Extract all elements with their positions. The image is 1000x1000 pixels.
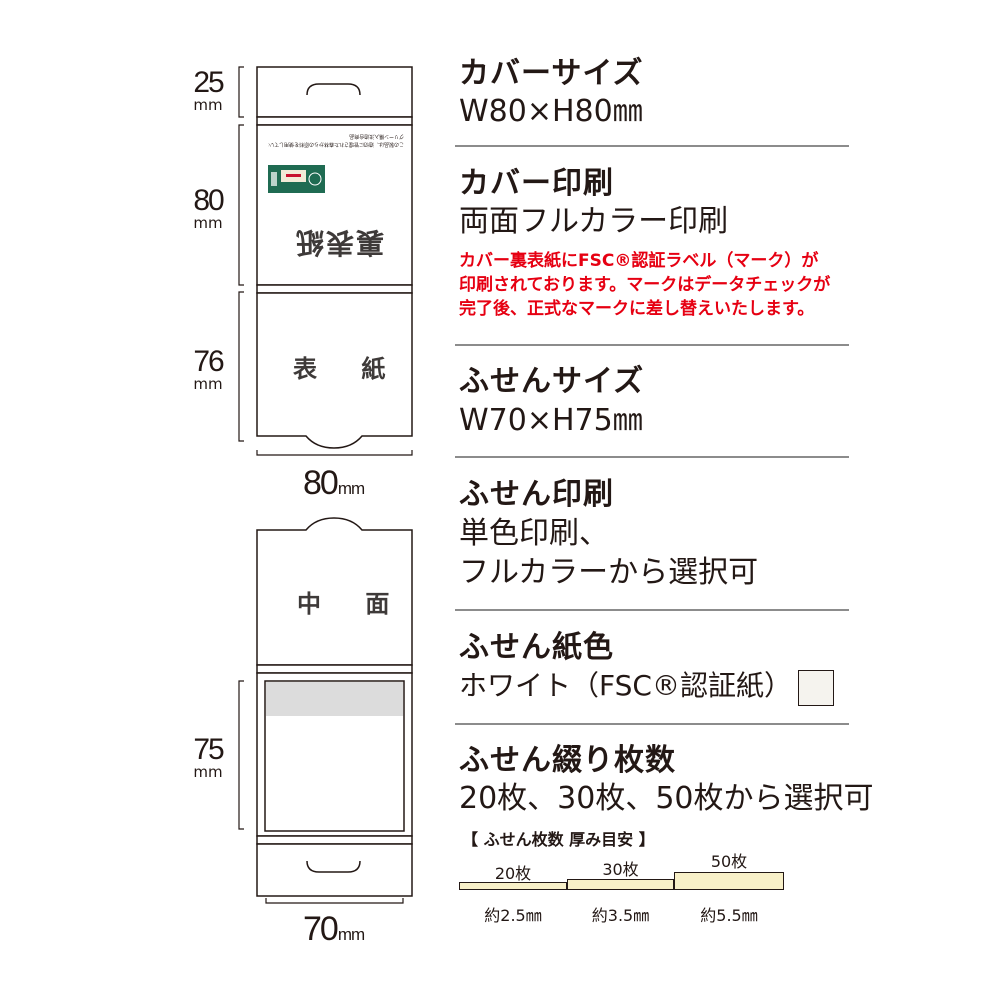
spec-heading-sticky-size: ふせんサイズ: [459, 364, 645, 399]
divider: [455, 609, 849, 611]
back-cover-label: 裏表紙: [294, 226, 385, 259]
cover-hinge: [256, 284, 413, 294]
divider: [455, 344, 849, 346]
pad-thickness-50: 約5.5㎜: [700, 906, 758, 925]
pad-count-30: 30枚: [602, 860, 639, 879]
cover-spine: [256, 116, 413, 126]
pad-hinge: [256, 664, 413, 674]
pad-bottom-strip: [256, 835, 413, 845]
fsc-label-icon: [268, 165, 325, 193]
spec-value-sheet-count: 20枚、30枚、50枚から選択可: [459, 781, 874, 816]
dim-cover-width-label: 80mm: [303, 464, 365, 502]
spec-heading-sticky-print: ふせん印刷: [459, 477, 614, 512]
pad-bar-20: [459, 882, 567, 890]
dim-sticky-width-label: 70mm: [303, 910, 365, 948]
paper-color-swatch: [798, 670, 834, 706]
hang-slot-bottom-icon: [306, 860, 361, 873]
pad-count-20: 20枚: [494, 864, 532, 883]
spec-value-cover-size: W80×H80㎜: [459, 94, 643, 129]
spec-value-sticky-print-2: フルカラーから選択可: [459, 555, 759, 590]
pad-bottom-tab: [256, 843, 413, 897]
pad-bar-30: [567, 879, 674, 890]
spec-heading-cover-size: カバーサイズ: [459, 56, 644, 91]
divider: [455, 145, 849, 147]
spec-heading-paper-color: ふせん紙色: [459, 630, 614, 665]
divider: [455, 723, 849, 725]
sticky-adhesive-area: [266, 682, 403, 716]
divider: [455, 456, 849, 458]
inside-cover-label: 中 面: [297, 590, 408, 618]
pad-thickness-20: 約2.5㎜: [484, 906, 542, 925]
cover-diagram: [256, 66, 413, 449]
cover-front-panel: [256, 292, 413, 449]
dim-bracket-cover-width: [256, 450, 413, 456]
hang-slot-icon: [306, 83, 361, 96]
dim-bracket-top-tab: [238, 66, 244, 118]
inside-cover-panel: [256, 517, 413, 666]
cover-top-tab: [256, 66, 413, 118]
pad-count-50: 50枚: [710, 852, 748, 871]
pad-bar-50: [674, 872, 784, 890]
dim-bracket-sticky-width: [265, 898, 404, 904]
dim-bracket-sticky-height: [238, 680, 244, 830]
spec-heading-sheet-count: ふせん綴り枚数: [459, 743, 676, 778]
dim-bracket-back: [238, 124, 244, 286]
product-diagram: [238, 66, 413, 904]
spec-value-sticky-print-1: 単色印刷、: [459, 516, 609, 551]
spec-value-cover-print: 両面フルカラー印刷: [459, 204, 729, 239]
spec-value-sticky-size: W70×H75㎜: [459, 403, 643, 438]
dim-bracket-front: [238, 291, 244, 442]
back-fine-print: この製品は、適切に管理された森林からの原料を使用しています。 グリーン購入法適合…: [268, 133, 404, 147]
fsc-note-line-3: 完了後、正式なマークに差し替えいたします。: [459, 299, 815, 319]
spec-heading-cover-print: カバー印刷: [459, 166, 614, 201]
spec-value-paper-color: ホワイト（FSC®認証紙）: [459, 669, 792, 702]
pad-thickness-30: 約3.5㎜: [591, 906, 650, 925]
fsc-note-line-2: 印刷されております。マークはデータチェックが: [459, 275, 831, 295]
thickness-guide-title: 【 ふせん枚数 厚み目安 】: [462, 830, 655, 849]
fsc-note-line-1: カバー裏表紙にFSC®認証ラベル（マーク）が: [459, 251, 819, 271]
front-cover-label: 表 紙: [293, 355, 404, 383]
